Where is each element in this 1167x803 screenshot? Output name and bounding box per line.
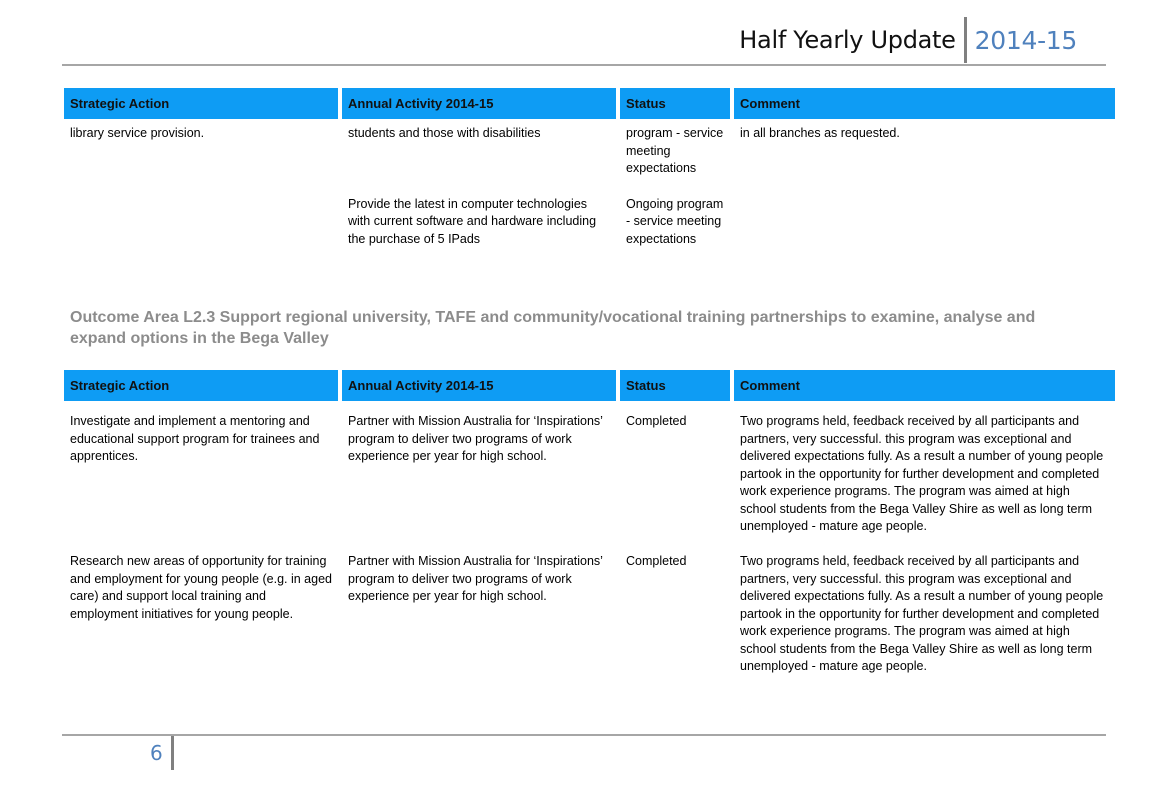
column-header-strategic-action: Strategic Action [64, 88, 338, 119]
header-divider [963, 17, 967, 63]
cell-annual-activity: students and those with disabilities [348, 126, 541, 140]
strategic-actions-table-2: Strategic Action Annual Activity 2014-15… [60, 370, 1119, 681]
cell-comment [734, 178, 1115, 260]
column-header-annual-activity: Annual Activity 2014-15 [342, 88, 616, 119]
cell-status: Ongoing program - service meeting expect… [626, 196, 724, 246]
strategic-actions-table-1: Strategic Action Annual Activity 2014-15… [60, 88, 1119, 260]
table-header-row: Strategic Action Annual Activity 2014-15… [64, 88, 1115, 119]
column-header-status: Status [620, 88, 730, 119]
cell-comment: Two programs held, feedback received by … [740, 414, 1104, 533]
cell-strategic-action: library service provision. [70, 126, 205, 140]
column-header-status: Status [620, 370, 730, 401]
cell-status: Completed [626, 554, 687, 568]
cell-annual-activity: Provide the latest in computer technolog… [348, 196, 597, 246]
document-title: Half Yearly Update [739, 26, 956, 54]
column-header-comment: Comment [734, 88, 1115, 119]
table-row: library service provision. students and … [64, 119, 1115, 178]
footer-rule [62, 734, 1106, 736]
column-header-comment: Comment [734, 370, 1115, 401]
cell-comment: Two programs held, feedback received by … [740, 554, 1104, 673]
outcome-area-heading: Outcome Area L2.3 Support regional unive… [70, 309, 1036, 347]
cell-annual-activity: Partner with Mission Australia for ‘Insp… [348, 414, 603, 463]
cell-strategic-action: Research new areas of opportunity for tr… [70, 554, 332, 621]
cell-status: program - service meeting expectations [626, 126, 724, 175]
table-row: Provide the latest in computer technolog… [64, 178, 1115, 260]
column-header-strategic-action: Strategic Action [64, 370, 338, 401]
page-number: 6 [150, 741, 163, 765]
table-row: Investigate and implement a mentoring an… [64, 401, 1115, 541]
column-header-annual-activity: Annual Activity 2014-15 [342, 370, 616, 401]
table-header-row: Strategic Action Annual Activity 2014-15… [64, 370, 1115, 401]
footer-divider [170, 736, 174, 770]
page-footer: 6 [150, 736, 174, 770]
document-year: 2014-15 [974, 25, 1078, 55]
cell-annual-activity: Partner with Mission Australia for ‘Insp… [348, 554, 603, 603]
cell-strategic-action: Investigate and implement a mentoring an… [70, 414, 320, 463]
page-header: Half Yearly Update 2014-15 [739, 16, 1077, 64]
cell-strategic-action [64, 178, 338, 260]
header-rule [62, 64, 1106, 66]
cell-comment: in all branches as requested. [740, 126, 900, 140]
cell-status: Completed [626, 414, 687, 428]
table-row: Research new areas of opportunity for tr… [64, 541, 1115, 681]
